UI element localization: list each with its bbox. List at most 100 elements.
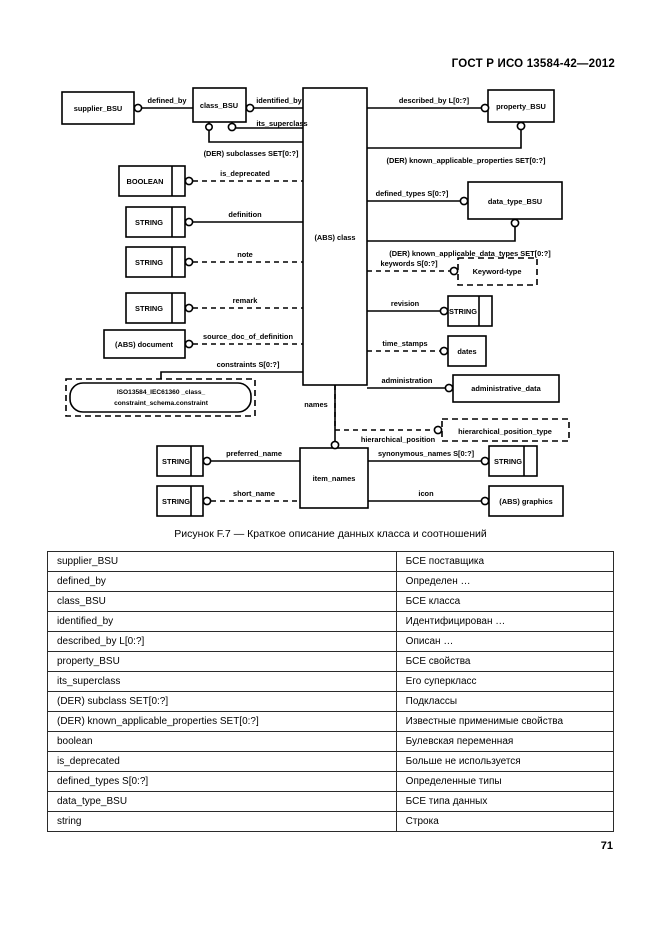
entity-box-class-bsu [192, 87, 247, 123]
rel-circle-defined-by [133, 103, 143, 113]
label-dates: dates [457, 347, 476, 356]
schema-ref-dashed-border [65, 378, 256, 417]
glossary-term: is_deprecated [47, 751, 397, 772]
rel-circle-identified-by [245, 103, 255, 113]
rel-label-hierarchical-position: hierarchical_position [361, 435, 436, 444]
link-known-applicable-data-types [367, 227, 516, 242]
rel-label-described-by: described_by L[0:?] [399, 96, 470, 105]
rel-circle-described-by [480, 103, 490, 113]
glossary-translation: БСЕ класса [395, 591, 615, 612]
label-boolean: BOOLEAN [127, 177, 164, 186]
rel-label-constraints: constraints S[0:?] [217, 360, 280, 369]
rel-label-synonymous-names: synonymous_names S[0:?] [378, 449, 475, 458]
rel-label-defined-by: defined_by [147, 96, 187, 105]
label-string-revision: STRING [449, 307, 477, 316]
standard-header-title: ГОСТ Р ИСО 13584-42—2012 [451, 58, 615, 70]
rel-label-known-data-types: (DER) known_applicable_data_types SET[0:… [389, 249, 551, 258]
rel-circle-keywords [449, 266, 459, 276]
link-known-applicable-properties [367, 130, 522, 149]
rel-label-administration: administration [382, 376, 433, 385]
glossary-translation: Описан … [395, 631, 615, 652]
label-string-short: STRING [162, 497, 190, 506]
rel-label-identified-by: identified_by [256, 96, 302, 105]
label-class-bsu: class_BSU [200, 101, 238, 110]
glossary-translation: БСЕ поставщика [395, 551, 615, 572]
label-hierarchical-position-type: hierarchical_position_type [458, 427, 552, 436]
rel-label-revision: revision [391, 299, 420, 308]
glossary-term: data_type_BSU [47, 791, 397, 812]
label-string-preferred: STRING [162, 457, 190, 466]
rel-circle-note [184, 257, 194, 267]
label-constraint-ref-line2: constraint_schema.constraint [114, 400, 209, 407]
rel-circle-hierarchical-position [433, 425, 443, 435]
rel-circle-remark [184, 303, 194, 313]
glossary-term: (DER) subclass SET[0:?] [47, 691, 397, 712]
rel-circle-icon [480, 496, 490, 506]
label-abs-document: (ABS) document [115, 340, 173, 349]
rel-circle-its-superclass [227, 122, 237, 132]
label-item-names: item_names [313, 474, 356, 483]
glossary-translation: Подклассы [395, 691, 615, 712]
link-hierarchical-position [334, 385, 435, 431]
label-supplier-bsu: supplier_BSU [74, 104, 122, 113]
rel-circle-short-name [202, 496, 212, 506]
glossary-term: string [47, 811, 397, 832]
label-abs-class: (ABS) class [314, 233, 355, 242]
label-string-remark: STRING [135, 304, 163, 313]
table-row: described_by L[0:?]Описан … [47, 631, 615, 652]
rel-circle-administration [444, 383, 454, 393]
glossary-translation: БСЕ типа данных [395, 791, 615, 812]
rel-circle-known-applicable-data-types [510, 218, 520, 228]
glossary-term: property_BSU [47, 651, 397, 672]
glossary-translation: Его суперкласс [395, 671, 615, 692]
page-number: 71 [600, 840, 613, 852]
express-g-canvas: supplier_BSU class_BSU (ABS) class prope… [61, 87, 570, 517]
glossary-translation: Определенные типы [395, 771, 615, 792]
rel-label-note: note [237, 250, 253, 259]
glossary-term: identified_by [47, 611, 397, 632]
rel-label-short-name: short_name [233, 489, 275, 498]
label-string-note: STRING [135, 258, 163, 267]
link-constraints [160, 371, 303, 379]
label-data-type-bsu: data_type_BSU [488, 197, 542, 206]
table-row: (DER) known_applicable_properties SET[0:… [47, 711, 615, 732]
figure-caption: Рисунок F.7 — Краткое описание данных кл… [174, 528, 487, 540]
figure-express-g-diagram: supplier_BSU class_BSU (ABS) class prope… [0, 80, 661, 520]
label-abs-graphics: (ABS) graphics [499, 497, 552, 506]
glossary-term: supplier_BSU [47, 551, 397, 572]
glossary-translation: Булевская переменная [395, 731, 615, 752]
rel-circle-preferred-name [202, 456, 212, 466]
rel-label-der-subclasses: (DER) subclasses SET[0:?] [204, 149, 299, 158]
glossary-translation: Известные применимые свойства [395, 711, 615, 732]
glossary-term: boolean [47, 731, 397, 752]
glossary-translation: Идентифицирован … [395, 611, 615, 632]
rel-circle-known-applicable-properties [516, 121, 526, 131]
rel-label-defined-types: defined_types S[0:?] [376, 189, 449, 198]
label-administrative-data: administrative_data [471, 384, 541, 393]
rel-circle-names [330, 440, 340, 450]
glossary-term: described_by L[0:?] [47, 631, 397, 652]
rel-label-known-props: (DER) known_applicable_properties SET[0:… [387, 156, 546, 165]
glossary-translation: Больше не используется [395, 751, 615, 772]
rel-label-source-doc: source_doc_of_definition [203, 332, 293, 341]
label-keyword-type: Keyword-type [473, 267, 522, 276]
table-row: (DER) subclass SET[0:?]Подклассы [47, 691, 615, 712]
glossary-term: class_BSU [47, 591, 397, 612]
rel-circle-revision [439, 306, 449, 316]
glossary-term: defined_types S[0:?] [47, 771, 397, 792]
rel-label-keywords: keywords S[0:?] [380, 259, 438, 268]
